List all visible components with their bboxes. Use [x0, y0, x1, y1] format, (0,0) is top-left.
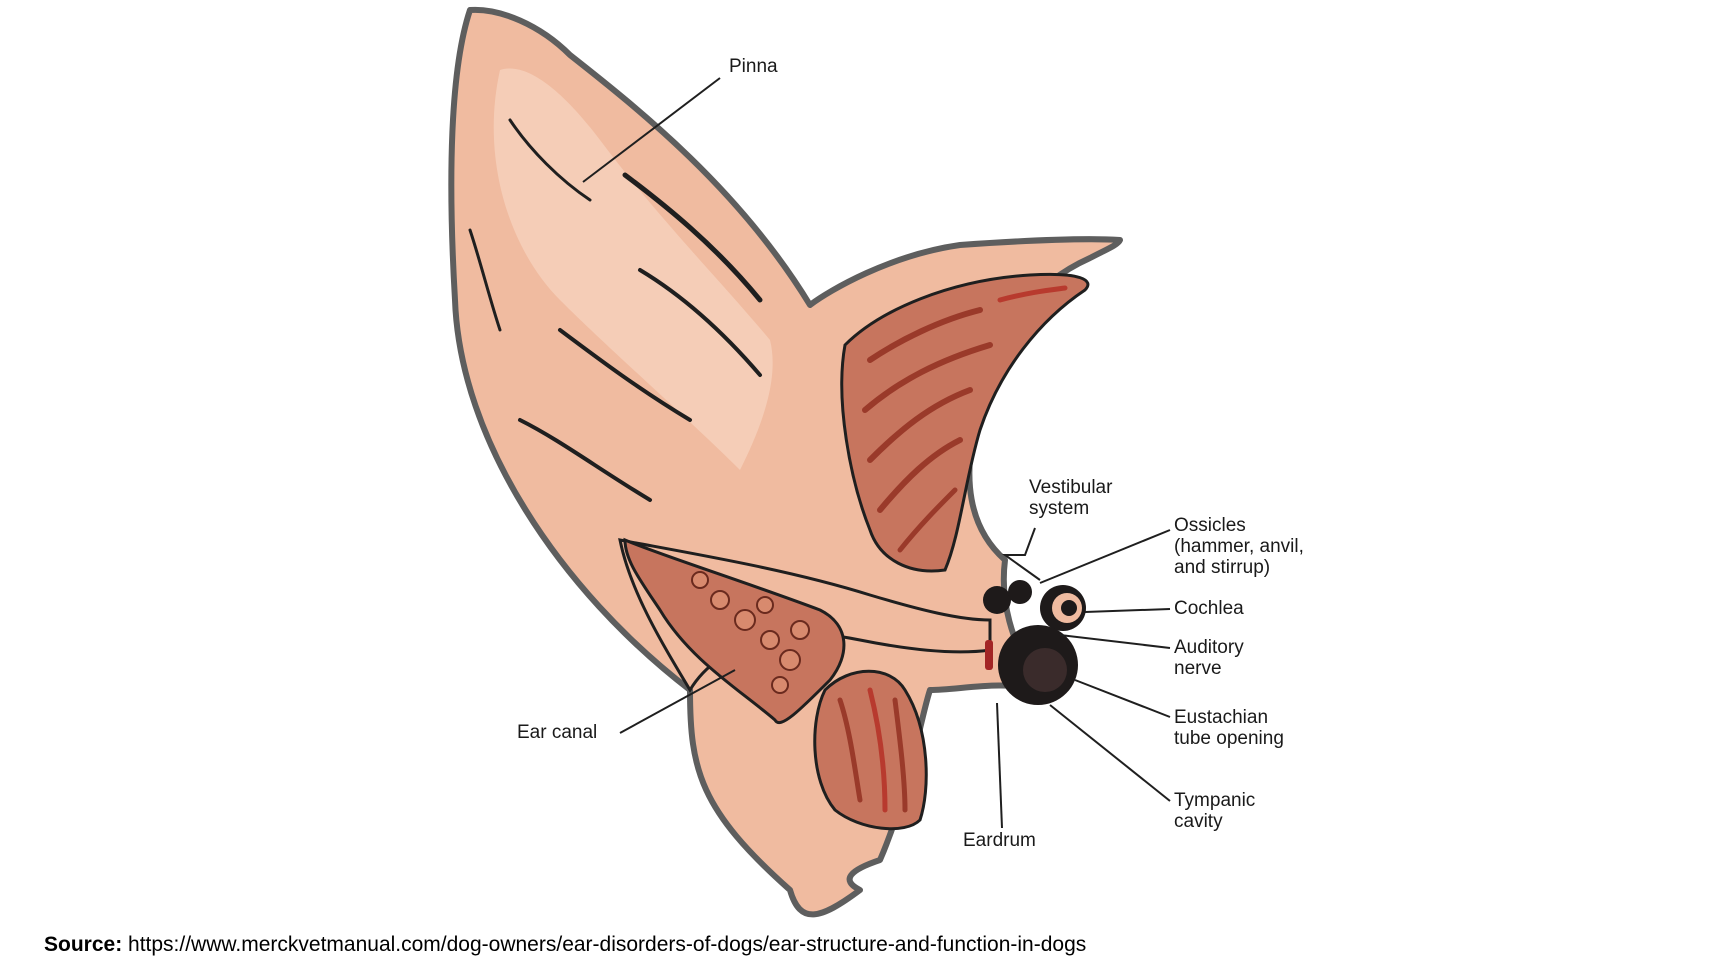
gland-lobule: [710, 590, 730, 610]
pinna-crease: [508, 118, 592, 202]
eardrum-membrane: [985, 640, 993, 670]
leader-cochlea: [1084, 608, 1171, 613]
gland-lobule: [790, 620, 810, 640]
source-url[interactable]: https://www.merckvetmanual.com/dog-owner…: [128, 933, 1087, 956]
upper-cartilage: [840, 272, 1090, 573]
pinna-crease: [518, 418, 652, 502]
label-cochlea: Cochlea: [1174, 598, 1244, 619]
lower-cartilage-striation: [867, 687, 888, 813]
pinna-crease: [622, 172, 763, 303]
label-pinna-text: Pinna: [729, 56, 778, 77]
leader-eustachian-tube: [1074, 679, 1171, 718]
cochlea-inner: [1061, 600, 1077, 616]
leader-eardrum: [996, 702, 1003, 829]
leader-pinna: [582, 77, 721, 183]
lower-cartilage-striation: [837, 697, 863, 803]
upper-cartilage-striation: [867, 387, 973, 463]
upper-cartilage-striation: [867, 307, 983, 363]
label-vestibular-line-1: Vestibular: [1029, 477, 1113, 498]
ear-canal-gland: [623, 537, 846, 725]
label-vestibular-line-2: system: [1029, 498, 1090, 519]
lower-cartilage-striation: [892, 697, 908, 813]
label-tympanic-line-2: cavity: [1174, 811, 1223, 832]
pinna-crease: [558, 328, 692, 422]
upper-cartilage-striation: [877, 437, 963, 513]
leader-auditory-nerve: [1059, 634, 1171, 649]
label-vestibular-system: Vestibular system: [1029, 477, 1112, 519]
pinna-crease: [468, 228, 502, 332]
label-tympanic-cavity: Tympanic cavity: [1174, 790, 1255, 832]
label-cochlea-text: Cochlea: [1174, 598, 1244, 619]
leader-vestibular-system: [1001, 527, 1041, 581]
ossicle-anvil: [1008, 580, 1032, 604]
upper-cartilage-striation: [862, 342, 993, 413]
source-citation: Source: https://www.merckvetmanual.com/d…: [44, 933, 1086, 957]
gland-lobule: [734, 609, 756, 631]
label-eardrum: Eardrum: [963, 830, 1036, 851]
ossicle-hammer: [983, 586, 1011, 614]
leader-tympanic-cavity: [1049, 704, 1171, 802]
label-ossicles-line-2: (hammer, anvil,: [1174, 536, 1304, 557]
label-eardrum-text: Eardrum: [963, 830, 1036, 851]
pinna-crease: [638, 268, 762, 377]
label-ossicles: Ossicles (hammer, anvil, and stirrup): [1174, 515, 1304, 578]
source-prefix: Source:: [44, 933, 123, 956]
upper-cartilage-striation: [897, 487, 958, 553]
tympanic-cavity-interior: [1023, 648, 1067, 692]
leader-ossicles: [1039, 529, 1171, 584]
label-auditory-line-1: Auditory: [1174, 637, 1244, 658]
label-auditory-line-2: nerve: [1174, 658, 1222, 679]
label-ear-canal-text: Ear canal: [517, 722, 598, 743]
label-eustachian-line-1: Eustachian: [1174, 707, 1269, 728]
gland-lobule: [779, 649, 801, 671]
label-auditory-nerve: Auditory nerve: [1174, 637, 1244, 679]
gland-lobule: [760, 630, 780, 650]
label-ossicles-line-1: Ossicles: [1174, 515, 1246, 536]
label-eustachian-tube: Eustachian tube opening: [1174, 707, 1284, 749]
label-eustachian-line-2: tube opening: [1174, 728, 1284, 749]
gland-lobule: [756, 596, 774, 614]
label-ossicles-line-3: and stirrup): [1174, 557, 1271, 578]
label-tympanic-line-1: Tympanic: [1174, 790, 1256, 811]
label-pinna: Pinna: [729, 56, 778, 77]
upper-cartilage-striation: [997, 285, 1068, 303]
pinna-inner-highlight: [493, 68, 773, 470]
gland-lobule: [691, 571, 709, 589]
gland-lobule: [771, 676, 789, 694]
leader-ear-canal: [619, 669, 736, 734]
label-ear-canal: Ear canal: [517, 722, 597, 743]
